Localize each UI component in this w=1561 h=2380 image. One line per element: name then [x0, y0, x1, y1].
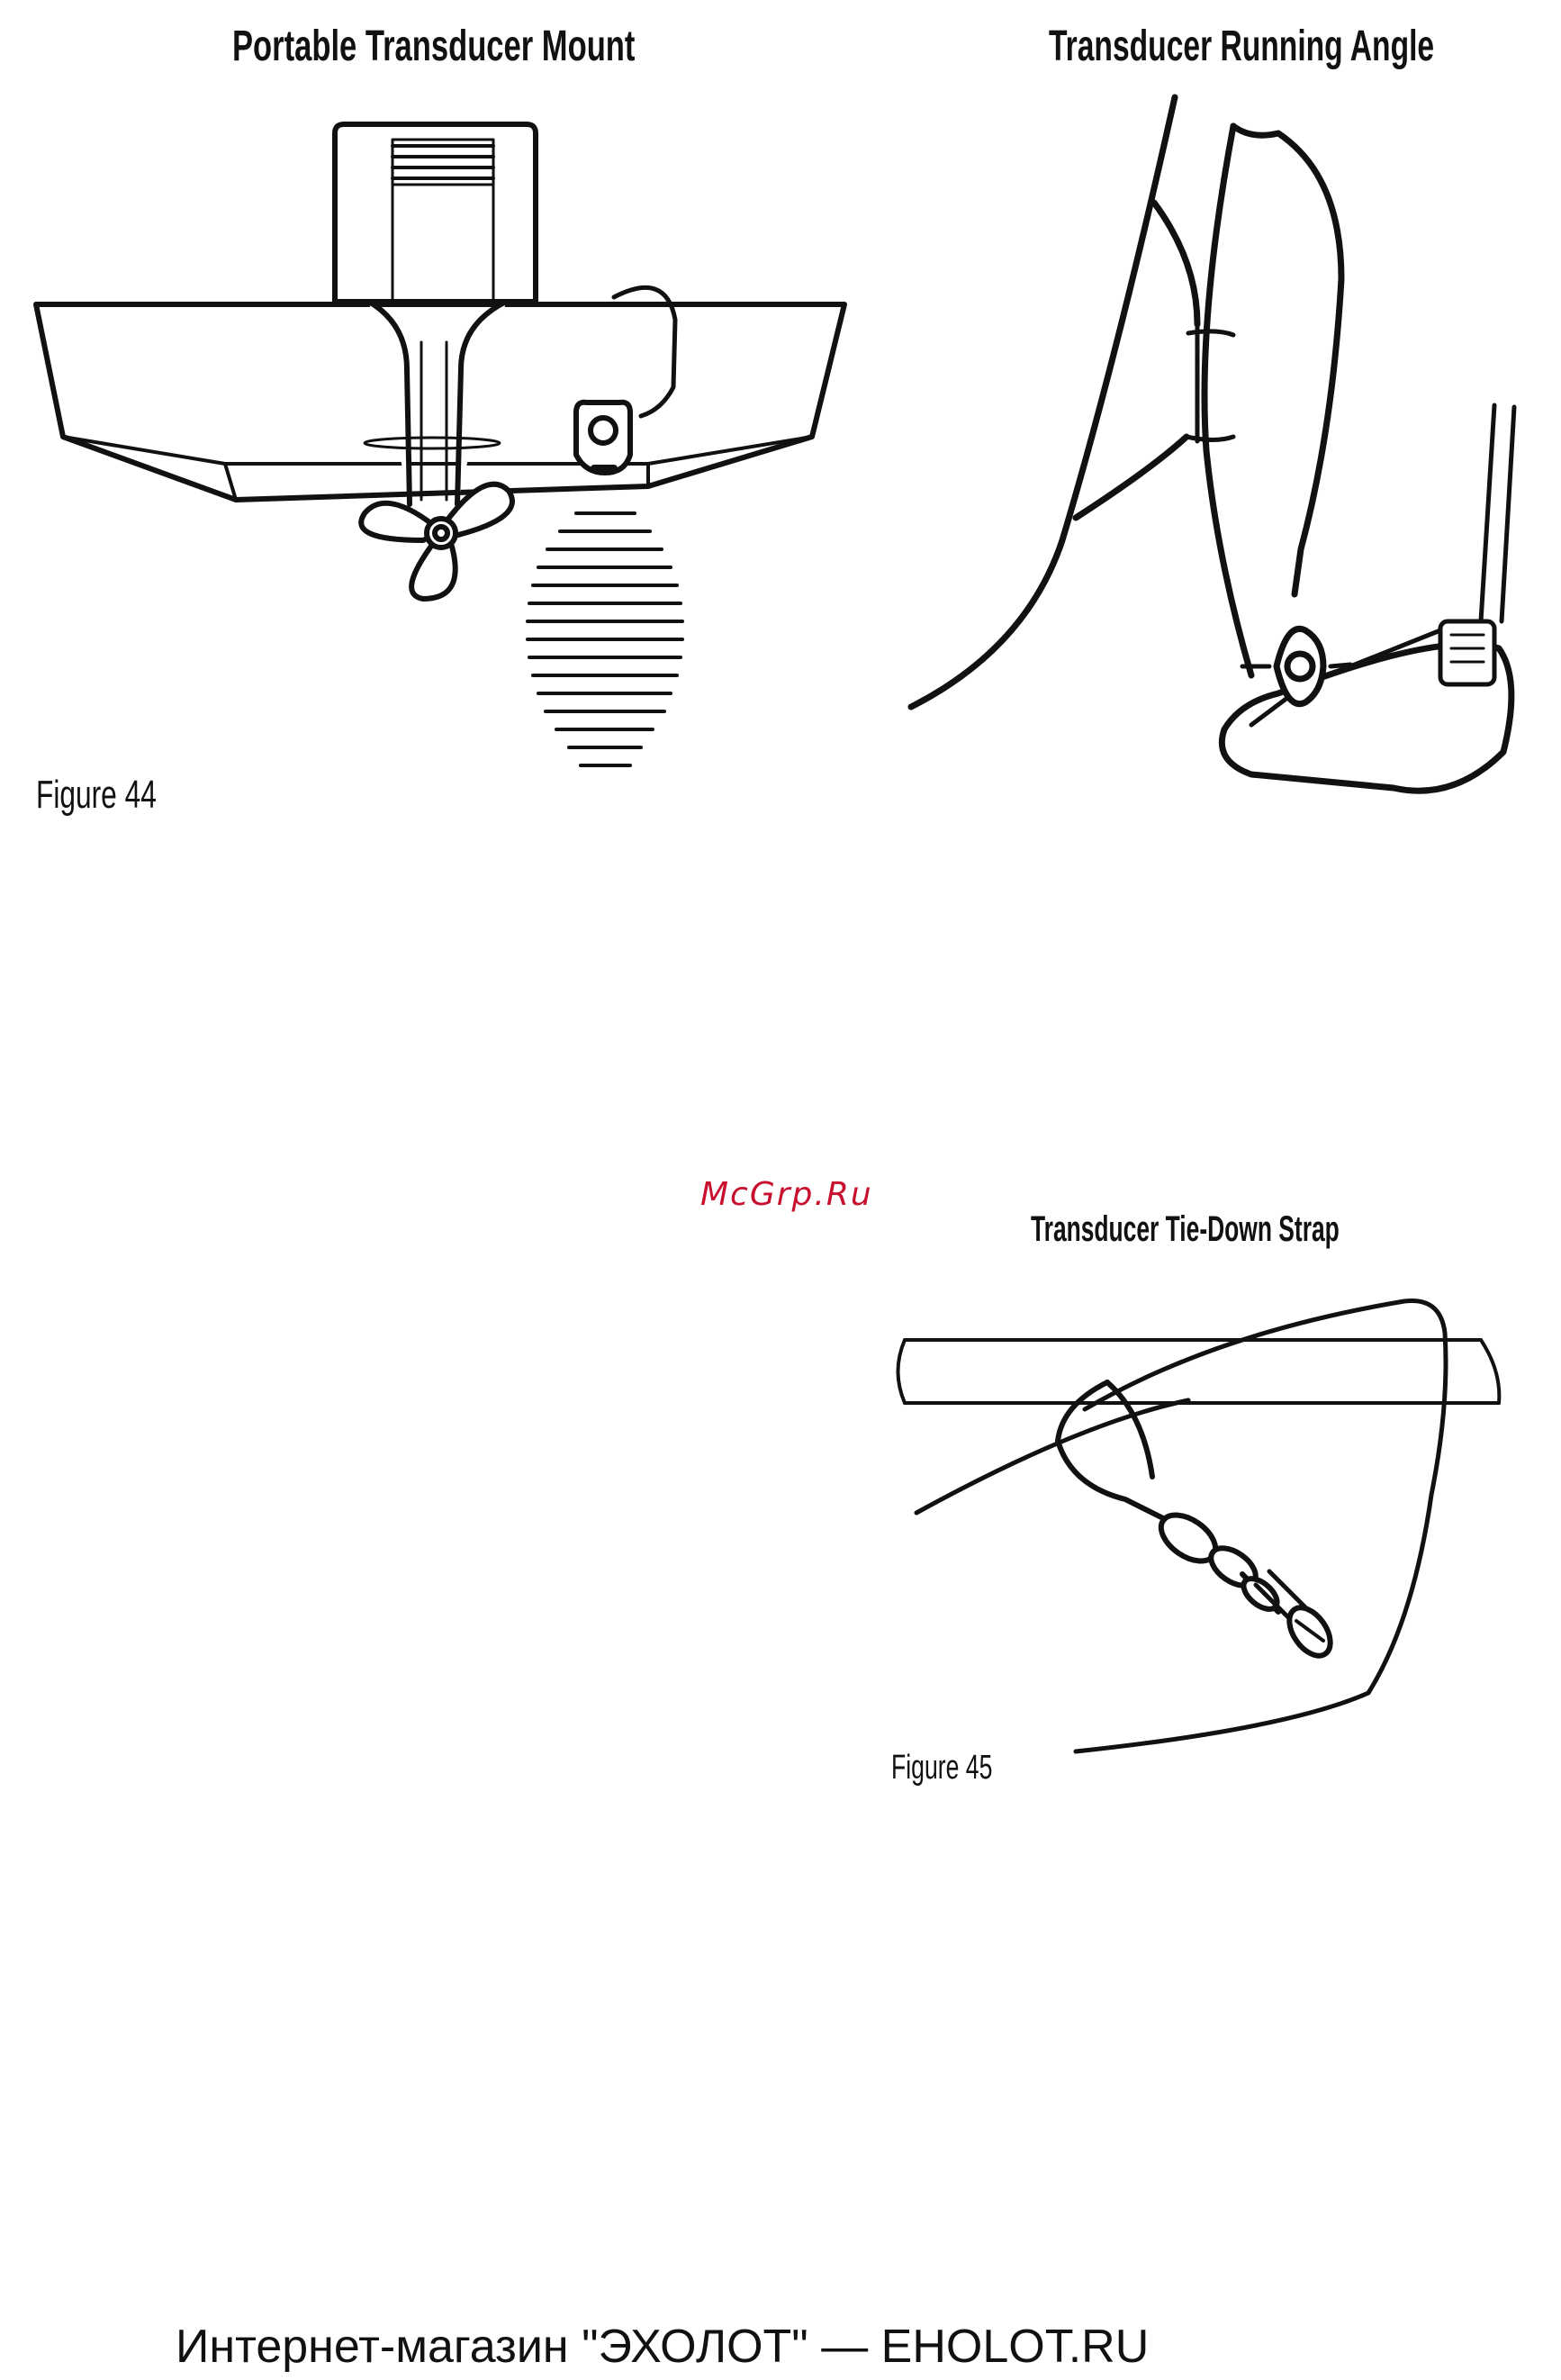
transducer-tie-down-strap-illustration — [0, 0, 1561, 2380]
